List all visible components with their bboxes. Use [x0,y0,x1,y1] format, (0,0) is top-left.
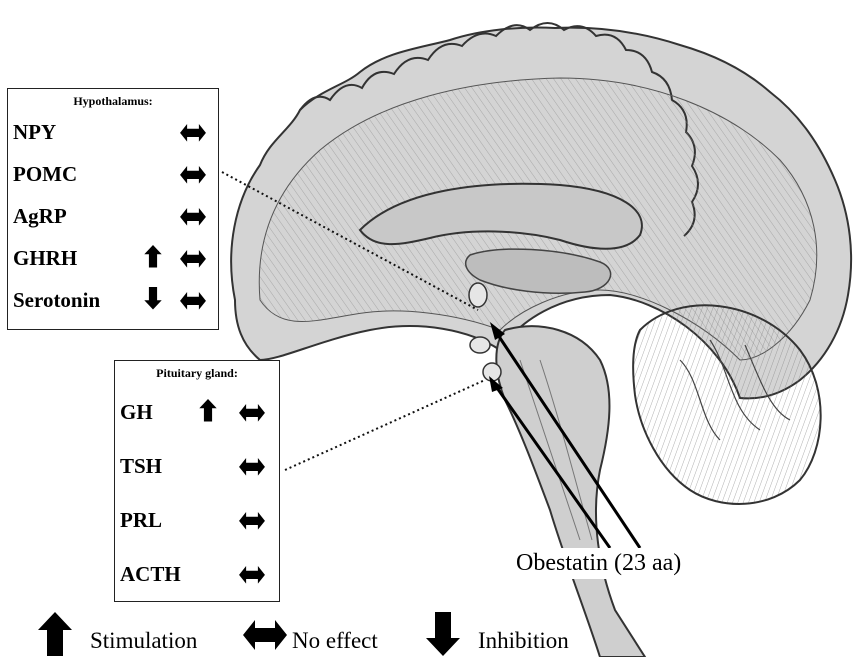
double-arrow-icon [239,512,265,530]
up-arrow-icon [199,399,217,422]
obestatin-label: Obestatin (23 aa) [510,548,687,579]
hypothalamus-panel: Hypothalamus: NPY POMC AgRP GHRH Serotonin [7,88,219,330]
no-effect-marker [239,404,265,427]
double-arrow-icon [180,250,206,268]
double-arrow-icon [239,566,265,584]
pituitary-panel: Pituitary gland: GH TSH PRL ACTH [114,360,280,602]
double-arrow-icon [180,208,206,226]
no-effect-marker [180,250,206,273]
hypothalamus-title: Hypothalamus: [8,94,218,109]
row-label: ACTH [120,563,181,585]
row-label: PRL [120,509,162,531]
stimulation-marker [144,245,162,273]
down-arrow-icon [144,287,162,310]
no-effect-marker [180,166,206,189]
no-effect-marker [239,566,265,589]
legend-stimulation: Stimulation [90,628,197,654]
row-label: AgRP [13,205,67,227]
no-effect-marker [239,458,265,481]
double-arrow-icon [239,404,265,422]
pituitary-pointer [285,380,485,470]
row-label: TSH [120,455,162,477]
double-arrow-icon [180,124,206,142]
pituitary-title: Pituitary gland: [115,366,279,381]
no-effect-marker [180,208,206,231]
no-effect-marker [180,124,206,147]
double-arrow-icon [180,166,206,184]
double-arrow-icon [239,458,265,476]
no-effect-marker [180,292,206,315]
up-arrow-icon [38,612,72,656]
legend-no-effect: No effect [292,628,378,654]
down-arrow-icon [426,612,460,656]
double-arrow-icon [180,292,206,310]
row-label: POMC [13,163,77,185]
up-arrow-icon [144,245,162,268]
no-effect-marker [239,512,265,535]
legend-inhibition: Inhibition [478,628,569,654]
row-label: GH [120,401,153,423]
row-label: GHRH [13,247,77,269]
double-arrow-icon [243,620,287,650]
stimulation-marker [199,399,217,427]
row-label: NPY [13,121,56,143]
row-label: Serotonin [13,289,100,311]
inhibition-marker [144,287,162,315]
